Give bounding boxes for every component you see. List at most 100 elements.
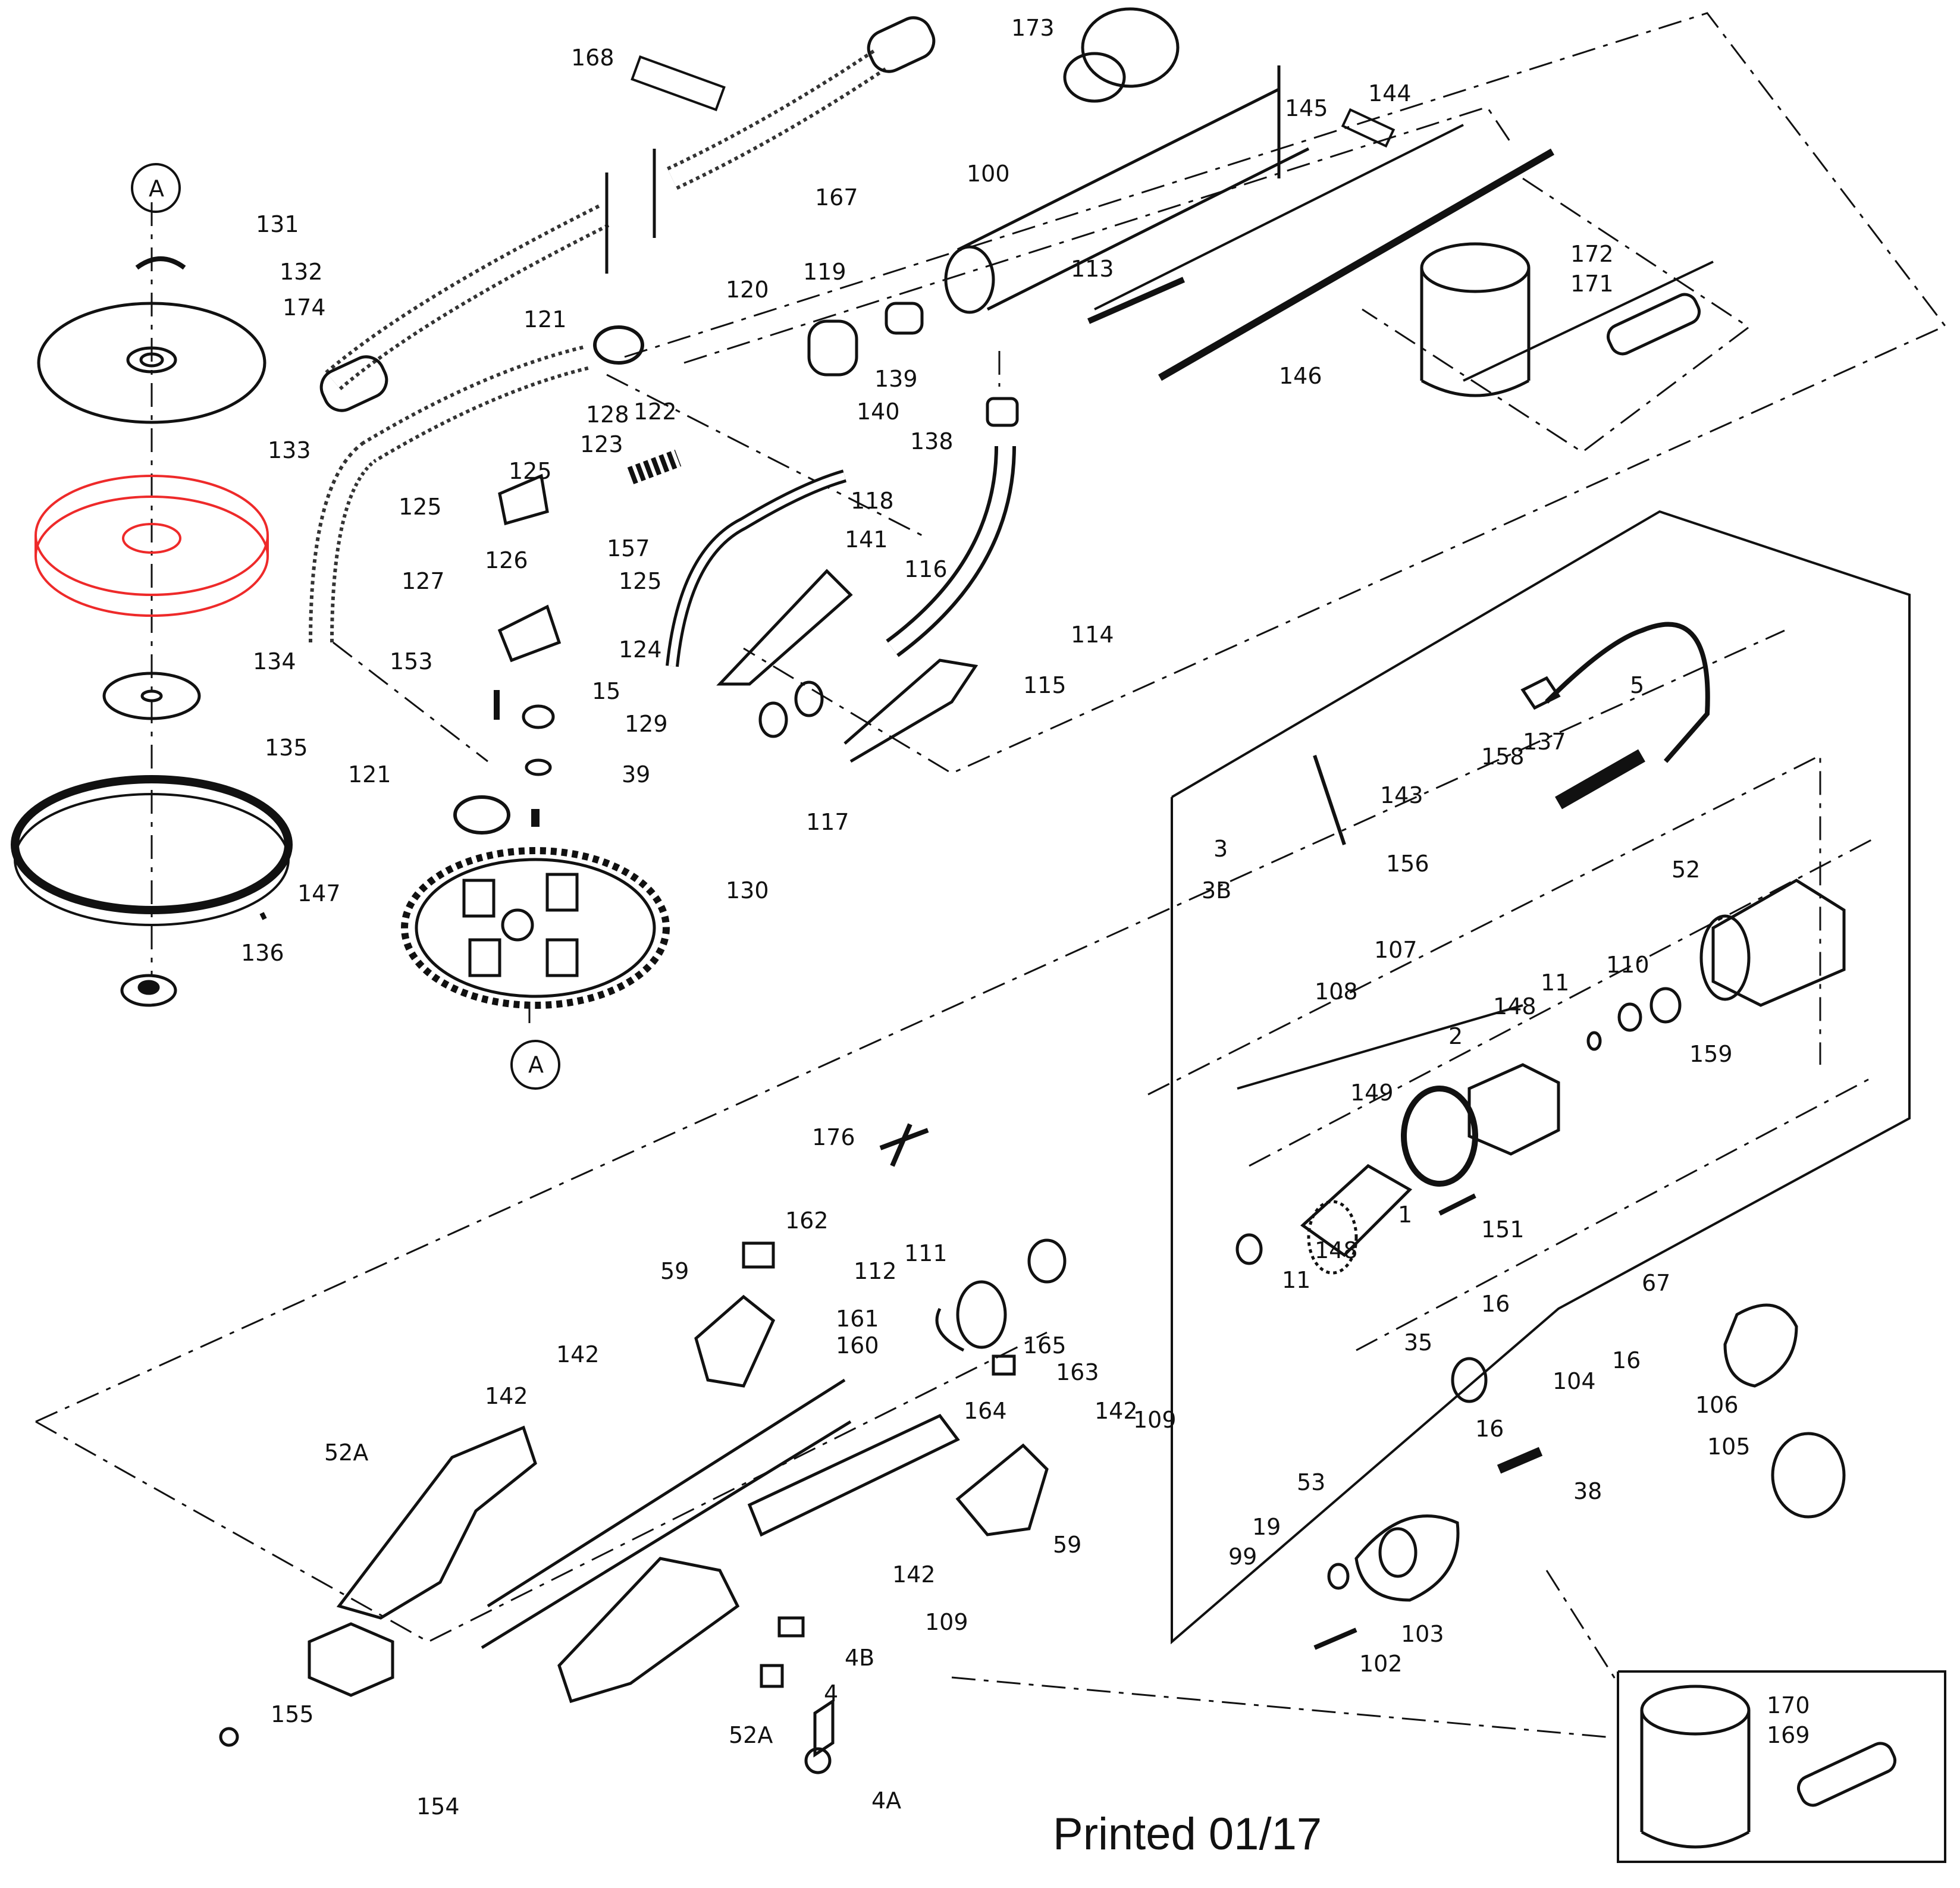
- clamp-121-bottom: [453, 795, 510, 835]
- callout-label: 4: [824, 1680, 838, 1707]
- callout-label: 38: [1573, 1478, 1602, 1504]
- handle-115: [843, 658, 979, 763]
- callout-label: 137: [1523, 729, 1566, 755]
- callout-label: A: [528, 1052, 544, 1078]
- callout-label: 143: [1380, 782, 1423, 808]
- callout-label: 2: [1448, 1023, 1463, 1049]
- callout-label: 163: [1056, 1359, 1099, 1385]
- callout-label: 125: [509, 458, 552, 484]
- callout-label: 112: [854, 1258, 897, 1284]
- callout-label: 118: [851, 488, 894, 514]
- rod-146: [1158, 148, 1554, 381]
- callout-label: 53: [1297, 1469, 1325, 1495]
- cover-59-top: [694, 1294, 776, 1388]
- callout-label: 176: [812, 1124, 855, 1150]
- motor-assembly: [1235, 622, 1846, 1650]
- callout-label: 102: [1359, 1651, 1403, 1677]
- callout-label: 151: [1481, 1216, 1525, 1243]
- callout-label: 117: [806, 809, 849, 835]
- callout-label: 174: [283, 294, 326, 321]
- callout-label: 52A: [729, 1722, 773, 1748]
- callout-label: 169: [1767, 1722, 1810, 1748]
- power-cord-5: [1545, 622, 1710, 763]
- callout-label: 138: [910, 428, 954, 454]
- callout-label: 15: [592, 678, 620, 704]
- cord-guard-137: [1555, 749, 1645, 810]
- gearcase-67: [1723, 1303, 1798, 1388]
- callout-label: 142: [556, 1341, 600, 1368]
- callout-label: 159: [1689, 1041, 1733, 1067]
- callout-label: 16: [1612, 1347, 1641, 1373]
- switch-4: [760, 1664, 784, 1688]
- callout-label: 109: [925, 1609, 968, 1635]
- callout-label: 104: [1553, 1368, 1596, 1394]
- retaining-ring-131: [135, 256, 186, 270]
- callout-label: 130: [726, 877, 769, 904]
- oring-117a: [758, 701, 788, 738]
- callout-label: 161: [836, 1306, 879, 1332]
- tube-169: [1797, 1742, 1897, 1807]
- callout-label: 136: [241, 940, 284, 966]
- canister-170: [1640, 1685, 1751, 1849]
- callout-label: 142: [1095, 1398, 1138, 1424]
- housing-52a-right: [557, 1557, 740, 1704]
- housing-52a-left: [336, 1425, 537, 1620]
- callout-label: 106: [1695, 1392, 1739, 1418]
- brush-151: [1438, 1193, 1476, 1216]
- connector-parts: [453, 302, 1019, 835]
- armature-1: [1300, 1163, 1413, 1257]
- callout-label: 173: [1011, 15, 1055, 41]
- callout-label: 119: [803, 259, 846, 285]
- callout-label: 126: [485, 547, 528, 573]
- callout-label: 154: [416, 1793, 460, 1820]
- callout-label: 4B: [845, 1645, 874, 1671]
- shaft-38: [1497, 1447, 1543, 1474]
- bracket-127: [497, 604, 562, 663]
- callout-label: 5: [1630, 672, 1644, 698]
- callout-label: 132: [280, 259, 323, 285]
- callout-label: 52A: [324, 1439, 368, 1466]
- callout-label: 148: [1493, 993, 1536, 1020]
- callout-label: 3B: [1202, 877, 1231, 904]
- cover-59-bottom: [955, 1443, 1049, 1536]
- callout-label: 141: [845, 526, 888, 553]
- callout-label: 39: [622, 761, 650, 788]
- callout-label: 144: [1368, 80, 1412, 106]
- callout-label: 156: [1386, 851, 1429, 877]
- callout-label: 109: [1133, 1407, 1177, 1433]
- ring-111: [1027, 1238, 1067, 1284]
- screw-147: [259, 912, 267, 920]
- callout-circle-a-top: [131, 163, 181, 213]
- callout-label: 110: [1606, 952, 1649, 978]
- callout-label: 105: [1707, 1434, 1751, 1460]
- callout-label: 4A: [871, 1787, 901, 1814]
- callout-label: 35: [1404, 1329, 1432, 1356]
- clip-112: [935, 1307, 965, 1352]
- bearing-19: [1327, 1563, 1350, 1590]
- base-plate-130: [401, 847, 670, 1090]
- callout-label: 121: [348, 761, 391, 788]
- callout-label: A: [149, 175, 164, 202]
- callout-label: 116: [904, 556, 948, 582]
- callout-label: 131: [256, 211, 299, 237]
- part-176: [879, 1123, 929, 1167]
- switch-4b: [777, 1616, 805, 1638]
- oring-117b: [794, 680, 824, 717]
- callout-label: 120: [726, 277, 769, 303]
- callout-label: 99: [1228, 1544, 1257, 1570]
- callout-label: 140: [857, 399, 900, 425]
- gear-35: [1451, 1357, 1488, 1403]
- printed-date: Printed 01/17: [1053, 1809, 1322, 1859]
- callout-label: 107: [1374, 937, 1418, 963]
- callout-label: 164: [964, 1398, 1007, 1424]
- label-145: [1341, 108, 1395, 148]
- callout-label: 113: [1071, 256, 1114, 282]
- callout-label: 171: [1570, 271, 1614, 297]
- screw-102: [1313, 1627, 1357, 1650]
- callout-label: 19: [1252, 1514, 1281, 1540]
- callout-label: 147: [297, 880, 341, 907]
- nut-165: [992, 1354, 1016, 1376]
- gear-111: [956, 1280, 1007, 1349]
- callout-label: 11: [1282, 1267, 1310, 1293]
